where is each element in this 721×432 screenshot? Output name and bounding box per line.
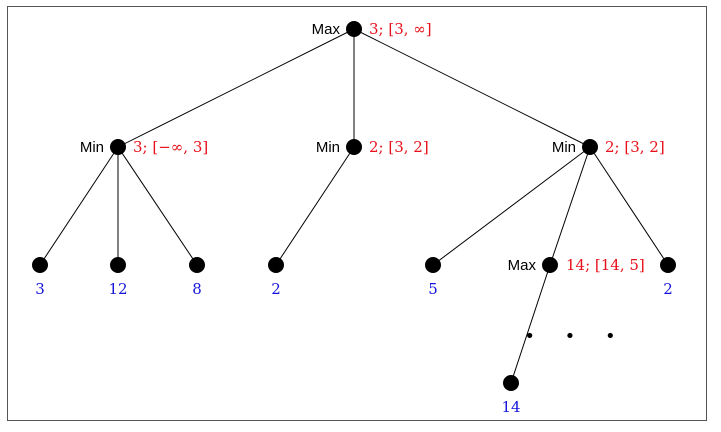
min-mid-label: Min [316, 139, 340, 156]
leaf-value-7: 14 [501, 398, 520, 416]
leaf-value-3: 8 [192, 280, 202, 298]
node-labels: Max Min Min Min Max [80, 21, 576, 274]
ellipsis: • • • [524, 326, 627, 347]
node-root [346, 21, 362, 37]
max-inner-annotation: 14; [14, 5] [566, 256, 645, 274]
root-label: Max [312, 21, 341, 38]
leaf-node-5 [425, 257, 441, 273]
leaf-value-2: 12 [108, 280, 127, 298]
min-left-annotation: 3; [−∞, 3] [133, 138, 208, 156]
min-mid-annotation: 2; [3, 2] [369, 138, 429, 156]
diagram-frame [7, 6, 707, 421]
max-inner-label: Max [508, 257, 537, 274]
tree-edges [39, 28, 669, 384]
leaf-node-4 [268, 257, 284, 273]
min-right-annotation: 2; [3, 2] [605, 138, 665, 156]
edge-root-minright [353, 28, 591, 148]
edge-minmid-l4 [275, 146, 355, 266]
leaf-node-3 [189, 257, 205, 273]
min-left-label: Min [80, 139, 104, 156]
node-min-left [110, 139, 126, 155]
leaf-values: 3 12 8 2 5 2 14 [35, 280, 673, 416]
leaf-value-4: 2 [271, 280, 281, 298]
edge-root-minleft [117, 28, 355, 148]
edge-minright-l6 [589, 146, 669, 266]
edge-minleft-l3 [117, 146, 198, 266]
node-annotations: 3; [3, ∞] 3; [−∞, 3] 2; [3, 2] 2; [3, 2]… [133, 20, 665, 274]
root-annotation: 3; [3, ∞] [369, 20, 432, 38]
leaf-value-5: 5 [428, 280, 438, 298]
leaf-value-1: 3 [35, 280, 45, 298]
edge-minleft-l1 [39, 146, 119, 266]
node-min-right [582, 139, 598, 155]
leaf-value-6: 2 [663, 280, 673, 298]
edge-minright-maxinner [549, 146, 591, 266]
edge-minright-l5 [432, 146, 591, 266]
leaf-node-1 [32, 257, 48, 273]
min-right-label: Min [552, 139, 576, 156]
edge-maxinner-l7 [510, 264, 551, 384]
leaf-node-2 [110, 257, 126, 273]
leaf-node-6 [660, 257, 676, 273]
leaf-node-7 [503, 375, 519, 391]
node-min-mid [346, 139, 362, 155]
tree-nodes [32, 21, 676, 391]
node-max-inner [542, 257, 558, 273]
